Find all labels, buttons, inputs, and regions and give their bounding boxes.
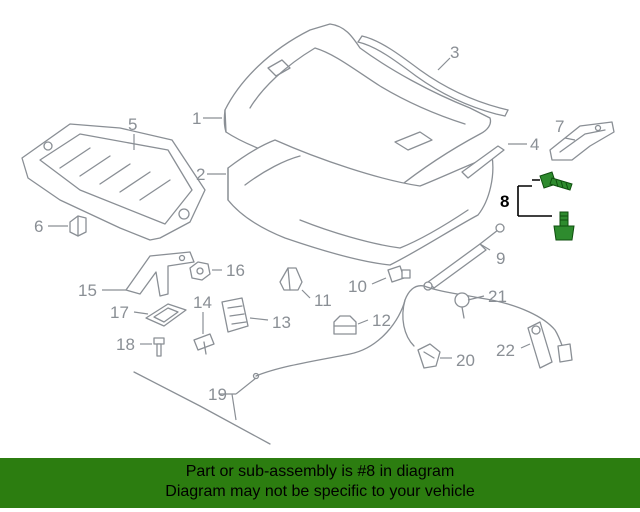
- part-18-bolt: [153, 337, 165, 357]
- part-16-nut: [189, 261, 211, 281]
- part-17-pad: [145, 303, 187, 327]
- part-8-bolts: [539, 171, 575, 241]
- part-10-connector: [387, 265, 411, 283]
- part-21-clip: [454, 292, 470, 319]
- part-8-bolt-lower: [553, 211, 575, 241]
- info-banner: Part or sub-assembly is #8 in diagram Di…: [0, 458, 640, 508]
- callout-17: 17: [110, 303, 129, 322]
- callout-11: 11: [314, 291, 332, 310]
- callout-19: 19: [208, 385, 227, 404]
- callout-18: 18: [116, 335, 135, 354]
- callout-10: 10: [348, 277, 367, 296]
- callout-2: 2: [196, 165, 205, 184]
- callout-9: 9: [496, 249, 505, 268]
- banner-line-disclaimer: Diagram may not be specific to your vehi…: [165, 483, 475, 500]
- callout-6: 6: [34, 217, 43, 236]
- callout-5: 5: [128, 115, 137, 134]
- part-2-hood-inner-panel: [227, 139, 494, 266]
- part-19-release-cable: [133, 285, 567, 445]
- part-3-hood-seal: [357, 35, 509, 117]
- part-6-clip: [69, 215, 87, 237]
- callout-7: 7: [555, 117, 564, 136]
- callout-3: 3: [450, 43, 459, 62]
- callout-1: 1: [192, 109, 201, 128]
- parts-diagram: 1 2 3 4 5 6 7 8 9 10 11 12 13 14 15 16 1…: [21, 23, 615, 445]
- part-20-handle: [417, 343, 441, 369]
- part-11-bumper-stop: [279, 267, 303, 291]
- callout-4: 4: [530, 135, 539, 154]
- callout-15: 15: [78, 281, 97, 300]
- part-5-underhood-panel: [21, 123, 206, 241]
- callout-12: 12: [372, 311, 391, 330]
- part-12-grommet: [333, 315, 357, 335]
- callout-13: 13: [272, 313, 291, 332]
- callout-16: 16: [226, 261, 245, 280]
- callout-22: 22: [496, 341, 515, 360]
- callout-21: 21: [488, 287, 507, 306]
- part-15-bracket: [125, 251, 195, 297]
- part-9-gas-strut: [423, 223, 505, 291]
- part-22-release-lever: [527, 321, 573, 369]
- part-14-push-pin: [193, 333, 215, 355]
- part-7-hood-hinge: [549, 121, 615, 161]
- part-4-seal-strip: [461, 145, 505, 179]
- banner-line-part-number: Part or sub-assembly is #8 in diagram: [185, 463, 455, 480]
- leader-lines: [48, 57, 576, 421]
- callout-20: 20: [456, 351, 475, 370]
- part-8-bolt-upper: [539, 171, 573, 191]
- callout-14: 14: [193, 293, 212, 312]
- callout-8: 8: [500, 192, 509, 211]
- part-13-hood-latch: [221, 297, 249, 333]
- callout-labels: 1 2 3 4 5 6 7 8 9 10 11 12 13 14 15 16 1…: [34, 43, 564, 404]
